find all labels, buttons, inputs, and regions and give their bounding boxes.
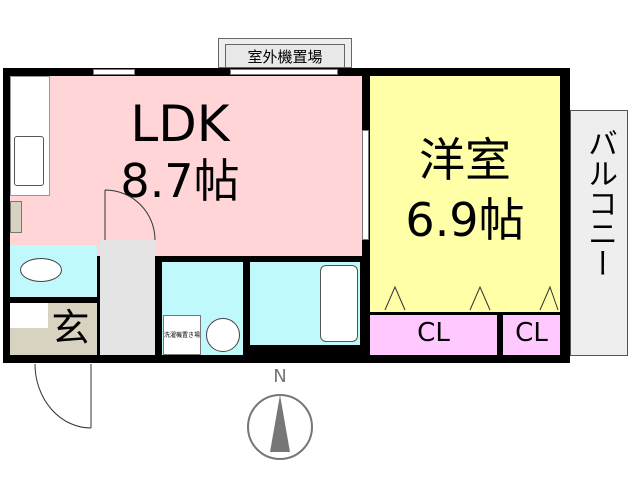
washer-space bbox=[163, 315, 201, 355]
window-ldk-1 bbox=[93, 69, 135, 75]
sliding-door bbox=[362, 130, 369, 240]
fridge-space bbox=[10, 201, 22, 233]
western-name: 洋室 bbox=[419, 133, 511, 187]
compass-icon bbox=[247, 394, 313, 460]
closet-2 bbox=[503, 312, 560, 355]
entrance-label: 玄 bbox=[51, 306, 90, 350]
sink-icon bbox=[14, 136, 44, 186]
outdoor-unit-label-box bbox=[225, 44, 345, 68]
washer-label: 洗濯機置き場 bbox=[163, 332, 200, 339]
compass-north-label: N bbox=[273, 366, 287, 387]
room-ldk bbox=[10, 76, 362, 256]
closet-1-label: CL bbox=[417, 318, 450, 348]
washbasin-icon bbox=[206, 318, 240, 352]
ldk-name: LDK bbox=[130, 95, 230, 153]
ldk-size: 8.7帖 bbox=[120, 154, 240, 208]
closet-2-label: CL bbox=[515, 318, 548, 348]
balcony-label: バルコニー bbox=[582, 128, 617, 278]
window-ldk-2 bbox=[230, 69, 338, 75]
entrance-door-icon bbox=[34, 363, 92, 429]
hallway bbox=[100, 240, 155, 355]
western-size: 6.9帖 bbox=[405, 193, 525, 247]
door-swing-icon bbox=[104, 189, 156, 241]
bathtub-icon bbox=[320, 265, 358, 342]
outdoor-unit-label: 室外機置場 bbox=[247, 48, 323, 66]
closet-door-icons bbox=[384, 285, 559, 311]
balcony bbox=[570, 110, 628, 356]
closet-1 bbox=[370, 312, 497, 355]
room-western bbox=[370, 76, 560, 312]
shoe-box bbox=[10, 303, 48, 328]
toilet-icon bbox=[20, 258, 62, 282]
